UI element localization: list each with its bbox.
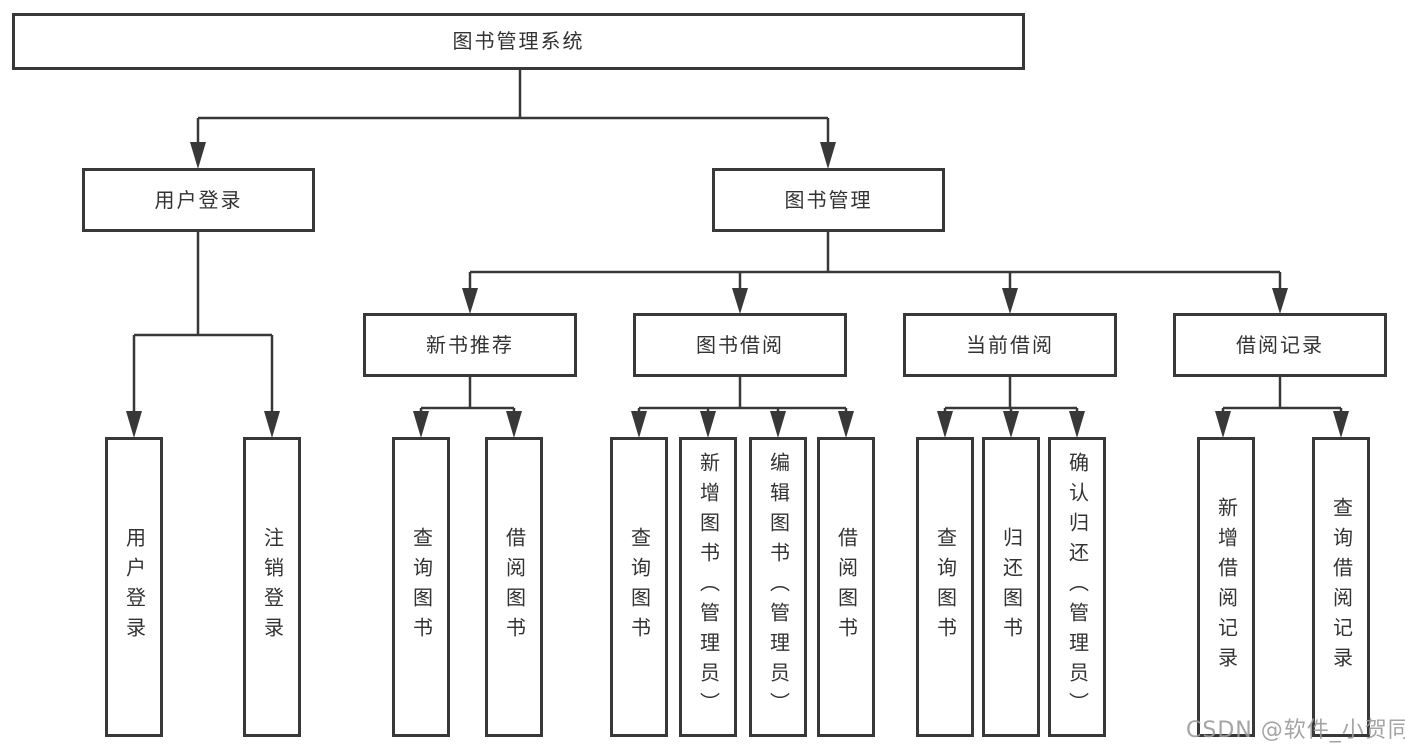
leaf-confirm-return-admin: 确认归还（管理员） xyxy=(1048,437,1106,737)
leaf-add-borrow-record: 新增借阅记录 xyxy=(1197,437,1255,737)
leaf-return-books: 归还图书 xyxy=(982,437,1040,737)
node-book-management: 图书管理 xyxy=(712,168,945,232)
leaf-borrow-books-recommend: 借阅图书 xyxy=(485,437,543,737)
node-current-borrowing: 当前借阅 xyxy=(903,313,1117,377)
node-user-login: 用户登录 xyxy=(82,168,315,232)
csdn-watermark: CSDN @软件_小贺同学 xyxy=(1186,718,1405,743)
leaf-edit-books-admin: 编辑图书（管理员） xyxy=(749,437,807,737)
node-new-book-recommendation: 新书推荐 xyxy=(363,313,577,377)
leaf-query-borrow-record: 查询借阅记录 xyxy=(1312,437,1370,737)
leaf-query-books-current: 查询图书 xyxy=(916,437,974,737)
leaf-query-books-borrow: 查询图书 xyxy=(610,437,668,737)
leaf-user-login: 用户登录 xyxy=(105,437,163,737)
leaf-query-books-recommend: 查询图书 xyxy=(392,437,450,737)
leaf-borrow-books: 借阅图书 xyxy=(817,437,875,737)
leaf-logout-login: 注销登录 xyxy=(243,437,301,737)
node-book-borrowing: 图书借阅 xyxy=(633,313,847,377)
leaf-add-books-admin: 新增图书（管理员） xyxy=(679,437,737,737)
node-library-management-system: 图书管理系统 xyxy=(12,13,1025,70)
node-borrowing-records: 借阅记录 xyxy=(1173,313,1387,377)
